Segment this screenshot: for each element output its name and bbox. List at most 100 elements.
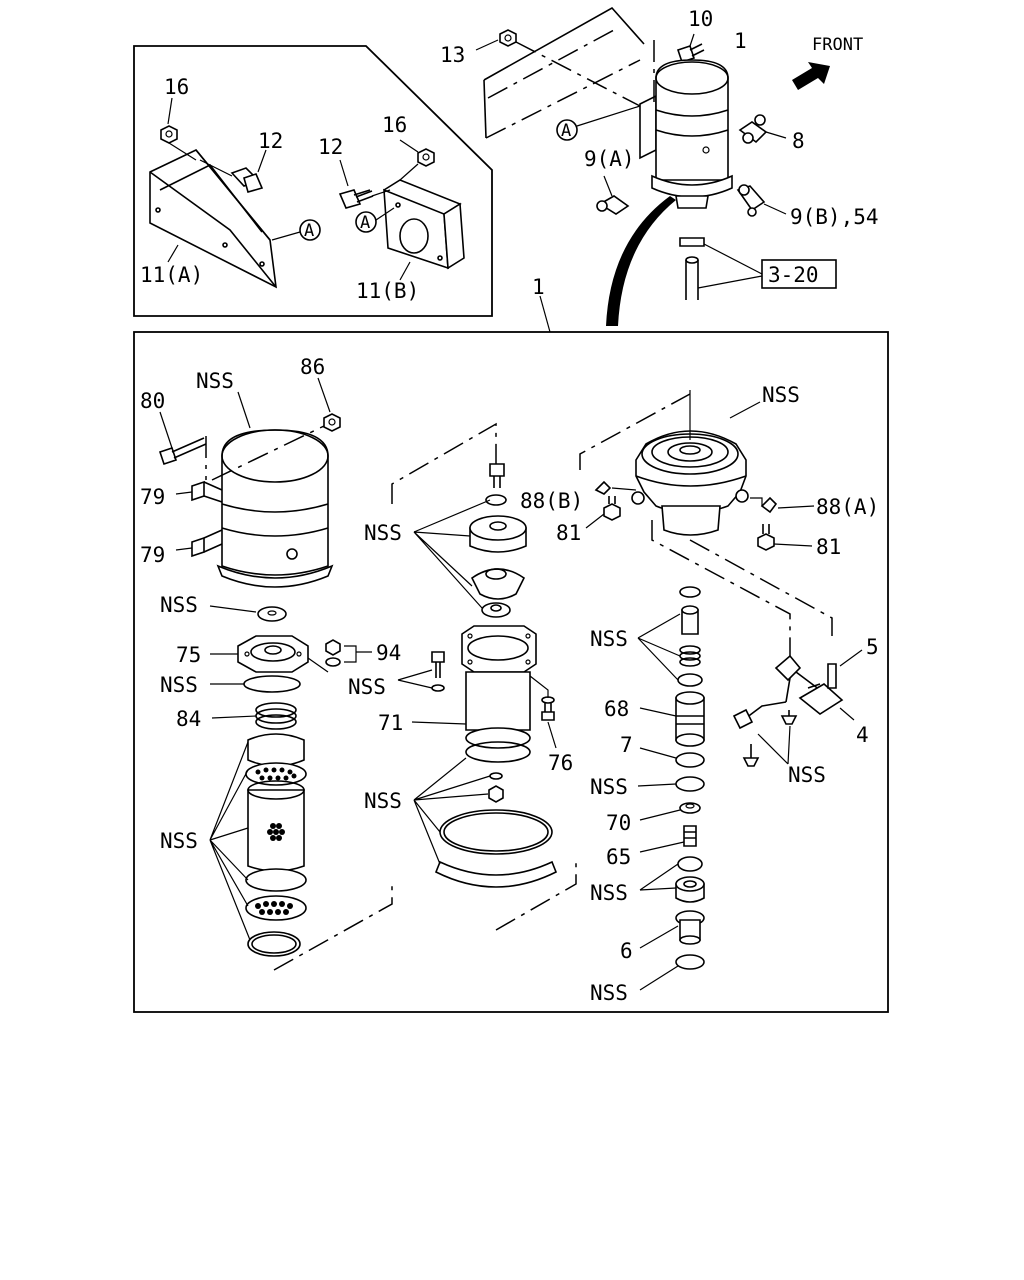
nut-16a-icon <box>160 125 178 144</box>
circle-a-text: A <box>304 221 314 241</box>
front-arrow-icon <box>792 62 830 90</box>
valve-body-nss <box>631 430 749 536</box>
bracket-79b-icon <box>191 529 223 558</box>
label-79b: 79 <box>140 543 165 567</box>
desiccant-pattern-icon <box>267 823 285 841</box>
bracket-79a-icon <box>191 480 223 503</box>
canister-column <box>158 377 393 971</box>
label-70: 70 <box>606 811 631 835</box>
label-76: 76 <box>548 751 573 775</box>
fitting-9b-icon <box>736 184 766 217</box>
right-column <box>579 390 863 991</box>
o-ring-small-icon <box>489 772 503 780</box>
label-nss-washer: NSS <box>160 593 198 617</box>
washer-70-icon <box>679 802 701 814</box>
label-4: 4 <box>856 723 869 747</box>
bolt-76-icon <box>541 696 555 721</box>
label-7: 7 <box>620 733 633 757</box>
label-9a: 9(A) <box>584 147 635 171</box>
vehicle-mount-view: A <box>475 6 863 326</box>
label-81a: 81 <box>556 521 581 545</box>
label-nss-valve: NSS <box>364 521 402 545</box>
spring-84-icon <box>255 702 297 730</box>
washer-nss-icon <box>257 606 287 622</box>
label-75: 75 <box>176 643 201 667</box>
snap-ring-7-icon <box>675 752 705 768</box>
thermostat-4 <box>732 654 844 730</box>
circle-a-marker-inset-1: A <box>299 219 321 241</box>
seat-nss-r <box>675 876 705 903</box>
clip-88a-icon <box>760 496 778 514</box>
label-11b: 11(B) <box>356 279 419 303</box>
piston-68 <box>675 691 705 747</box>
screw-nss-a-icon <box>780 710 798 725</box>
o-ring-nss-r3 <box>675 776 705 792</box>
label-5: 5 <box>866 635 879 659</box>
filter-cartridge <box>245 733 307 957</box>
nut-94-icon <box>325 639 341 667</box>
label-65: 65 <box>606 845 631 869</box>
air-dryer-assembly-top <box>651 59 733 209</box>
label-nss-oring-r3: NSS <box>590 775 628 799</box>
label-71: 71 <box>378 711 403 735</box>
nut-13-icon <box>499 29 517 47</box>
bolt-nss-top-icon <box>489 463 505 488</box>
circle-a-text: A <box>561 121 571 141</box>
snap-ring-nss-icon <box>675 954 705 970</box>
label-nss-snapring: NSS <box>590 981 628 1005</box>
bolt-80-icon <box>158 437 207 466</box>
screw-65-icon <box>683 825 697 847</box>
perforated-plate-icon <box>255 767 297 781</box>
label-12b: 12 <box>318 135 343 159</box>
bracket-inset-panel: A A <box>133 45 493 317</box>
label-13: 13 <box>440 43 465 67</box>
label-8: 8 <box>792 129 805 153</box>
label-nss-oring: NSS <box>160 673 198 697</box>
label-86: 86 <box>300 355 325 379</box>
label-nss-ring: NSS <box>364 789 402 813</box>
screw-nss-b-icon <box>742 744 760 767</box>
label-nss-plunger: NSS <box>590 627 628 651</box>
sensor-5-icon <box>807 663 837 689</box>
label-16b: 16 <box>382 113 407 137</box>
label-88b: 88(B) <box>520 489 583 513</box>
nut-16b-icon <box>417 148 435 167</box>
circle-a-marker-inset-2: A <box>355 211 377 233</box>
housing-71 <box>461 625 537 763</box>
bolt-81b-icon <box>757 524 775 551</box>
o-ring-nss-r2 <box>677 673 703 687</box>
bolt-81a-icon <box>603 496 621 521</box>
o-ring-nss-r1 <box>679 586 701 598</box>
bolt-nss-71-icon <box>431 651 445 692</box>
label-nss-seat: NSS <box>590 881 628 905</box>
clip-88b-icon <box>594 480 612 495</box>
label-nss-cartridge: NSS <box>160 829 198 853</box>
o-ring-nss-icon <box>243 675 301 693</box>
fitting-8-icon <box>738 114 768 144</box>
label-11a: 11(A) <box>140 263 203 287</box>
label-68: 68 <box>604 697 629 721</box>
cover-75 <box>237 635 309 673</box>
label-16a: 16 <box>164 75 189 99</box>
label-6: 6 <box>620 939 633 963</box>
nut-86-icon <box>323 413 341 432</box>
nut-nss-mid-icon <box>488 785 504 803</box>
fitting-9a-icon <box>596 195 630 215</box>
label-nss-screws: NSS <box>788 763 826 787</box>
reference-box-3-20[interactable]: 3-20 <box>761 259 837 289</box>
label-9b-54: 9(B),54 <box>790 205 879 229</box>
label-nss-canister: NSS <box>196 369 234 393</box>
valve-cap-nss <box>469 515 527 553</box>
label-88a: 88(A) <box>816 495 879 519</box>
spring-nss-r-icon <box>679 645 701 667</box>
label-1-main: 1 <box>532 275 545 299</box>
bolt-10-icon <box>676 43 705 64</box>
o-ring-nss-r4 <box>677 856 703 872</box>
label-84: 84 <box>176 707 201 731</box>
bolt-12a-icon <box>230 167 264 193</box>
label-94: 94 <box>376 641 401 665</box>
reference-box-text: 3-20 <box>768 263 819 287</box>
plunger-nss <box>681 605 699 635</box>
drain-hose <box>606 196 676 326</box>
